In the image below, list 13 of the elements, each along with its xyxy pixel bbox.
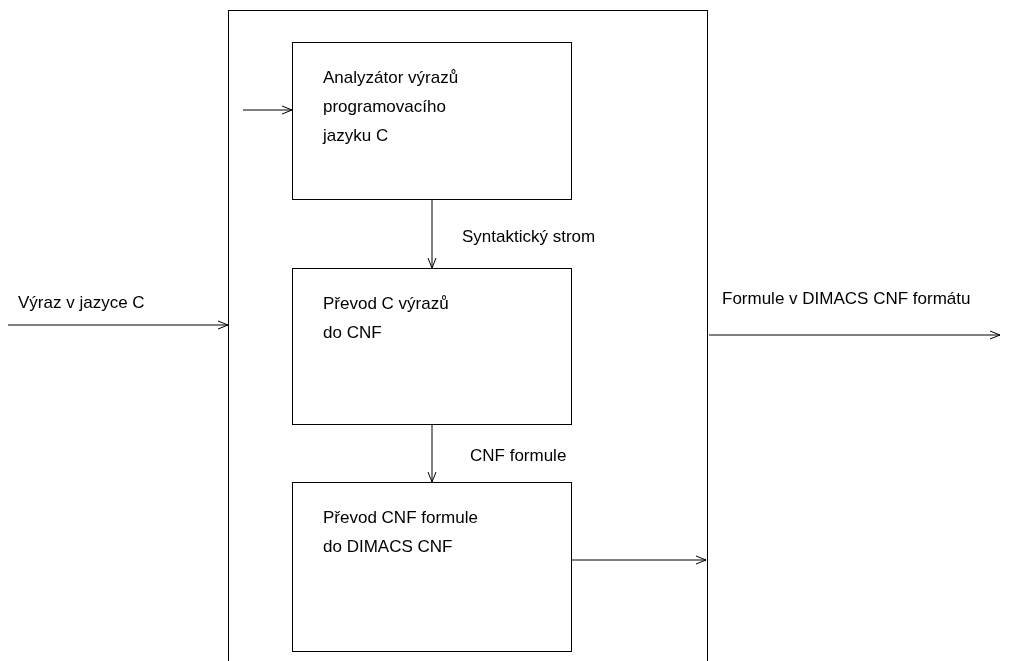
- arrow: [7, 320, 229, 330]
- process-box: [292, 268, 572, 425]
- box-text: Analyzátor výrazů programovacího jazyku C: [323, 67, 460, 147]
- arrow: [242, 105, 293, 115]
- system-box: [228, 10, 708, 661]
- box-text: Převod C výrazů do CNF: [323, 293, 450, 344]
- arrow: [427, 424, 437, 483]
- arrow: [571, 555, 707, 565]
- arrow: [427, 199, 437, 269]
- process-box: [292, 42, 572, 200]
- process-box: [292, 482, 572, 652]
- box-text: Převod CNF formule do DIMACS CNF: [323, 507, 479, 558]
- arrow: [708, 330, 1001, 340]
